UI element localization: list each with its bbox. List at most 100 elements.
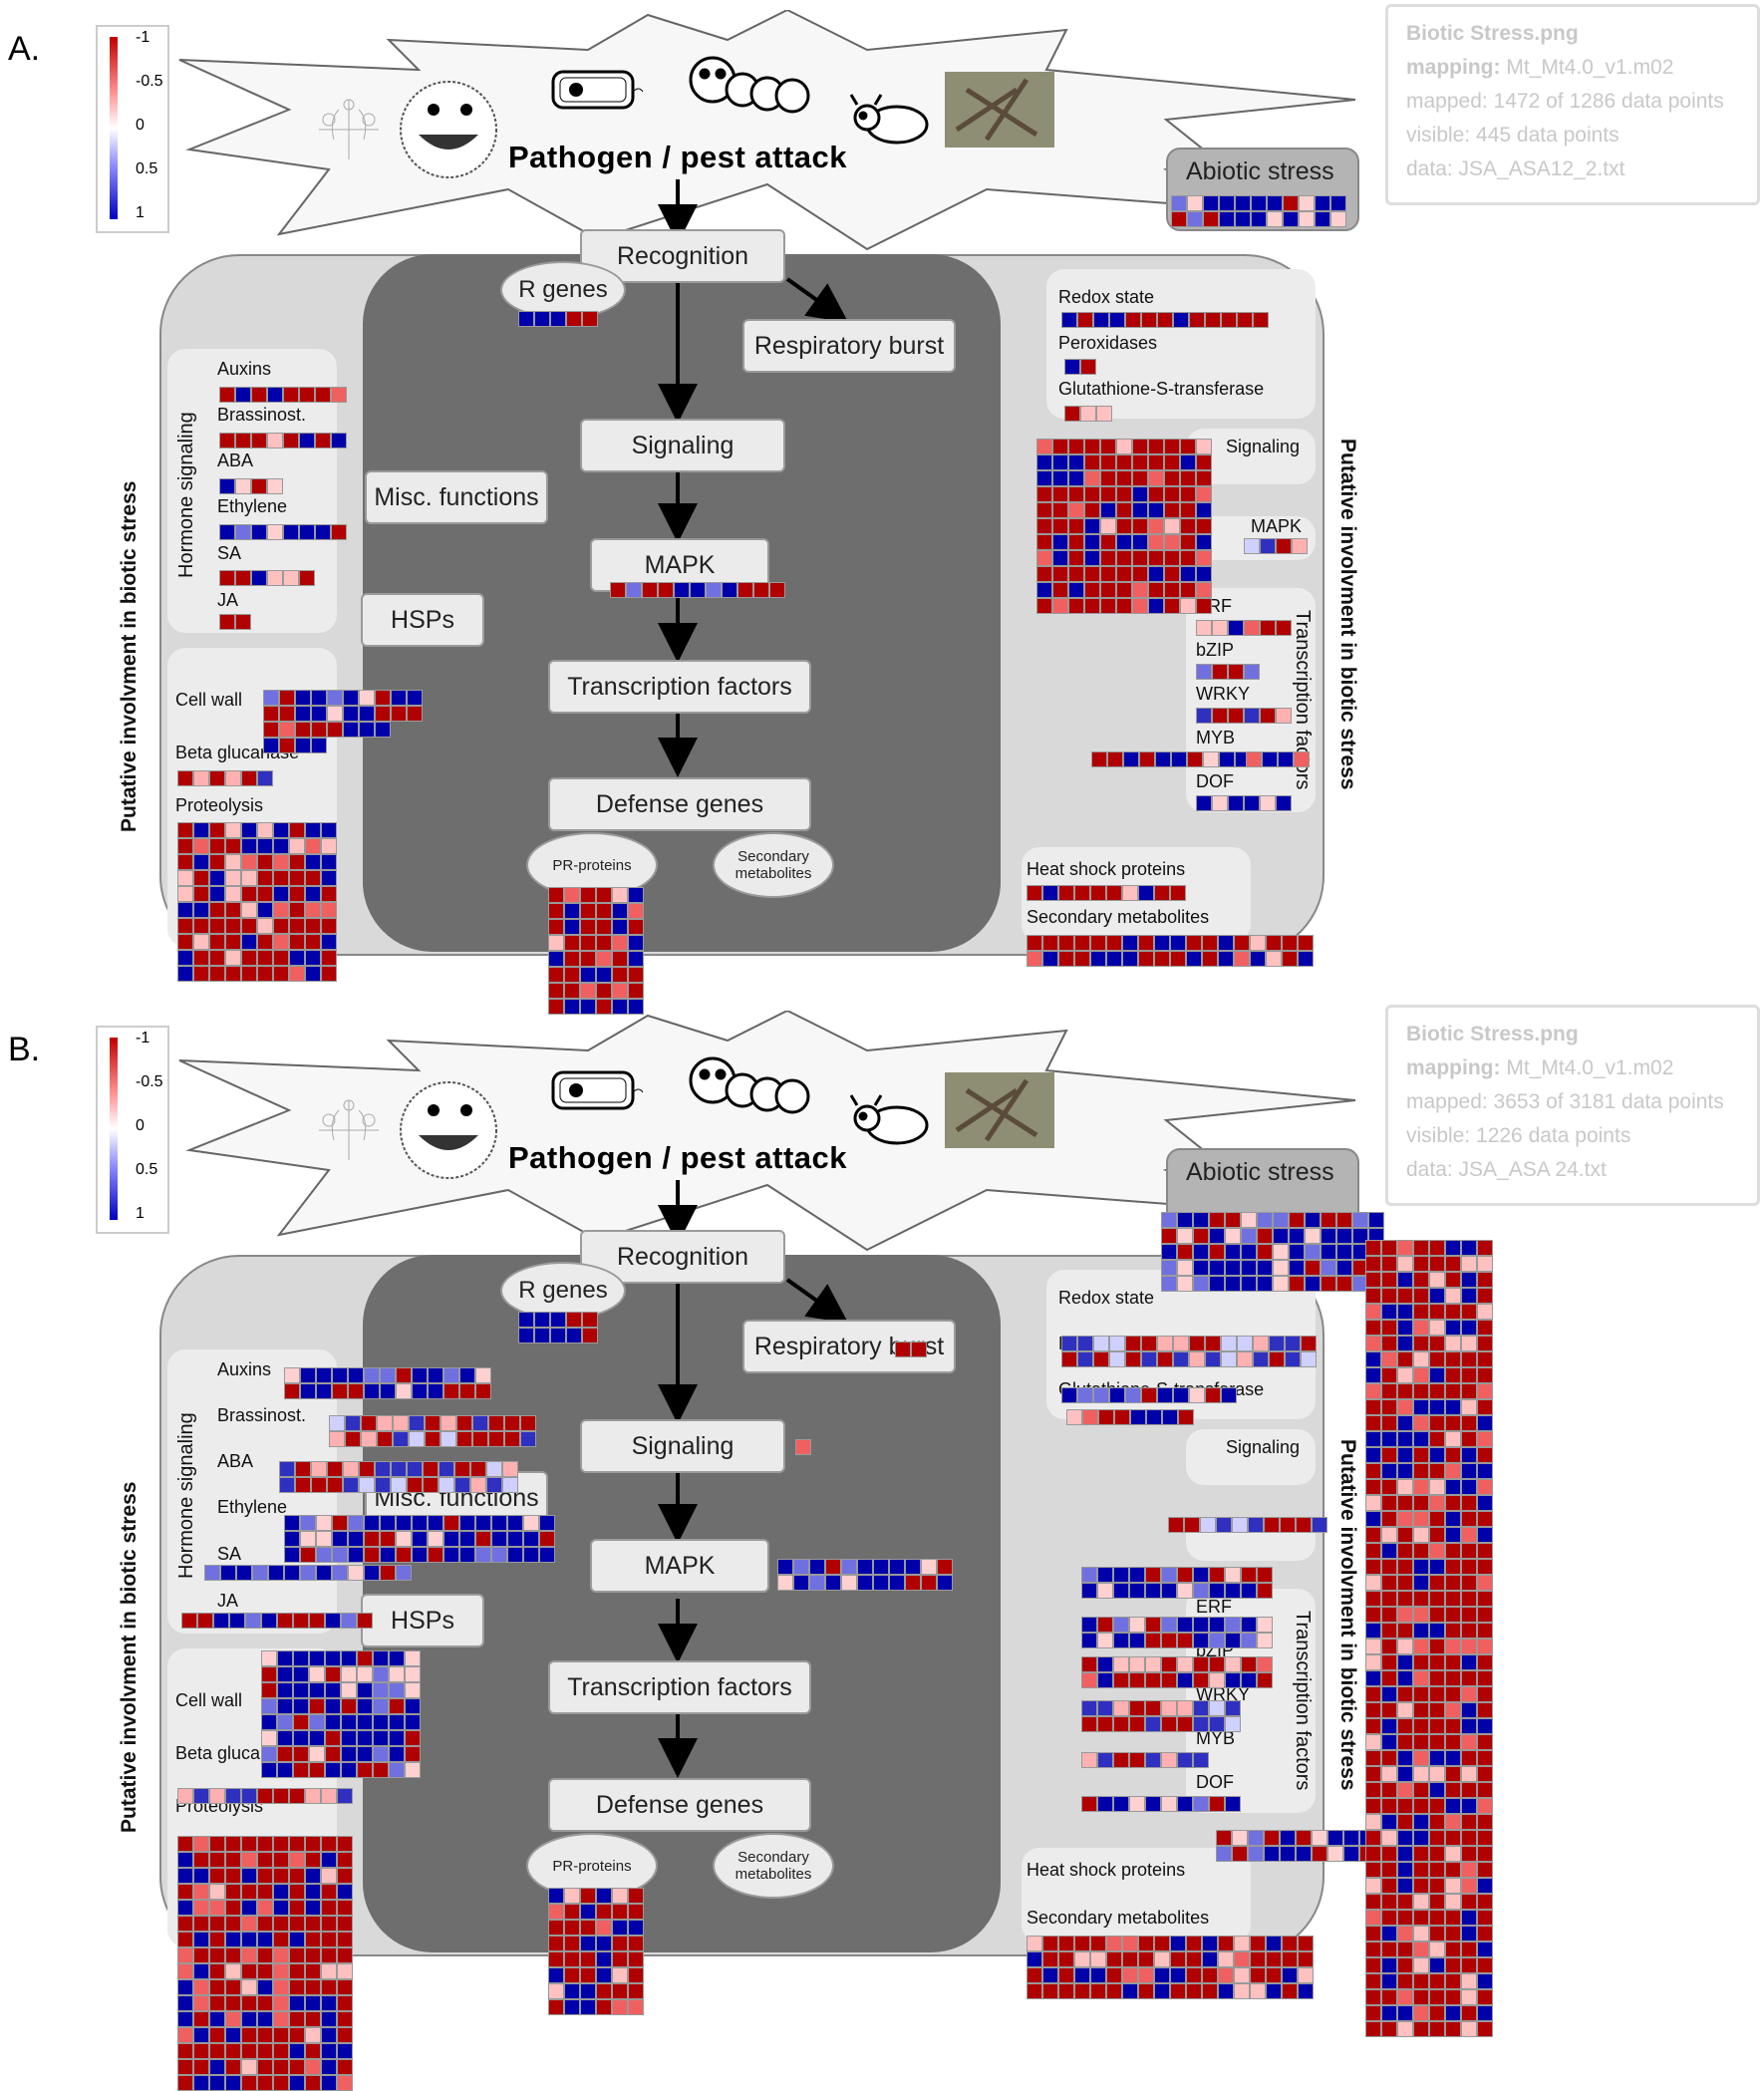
heatmap-cell — [1461, 1942, 1477, 1957]
heatmap-cell — [412, 1367, 428, 1383]
heatmap-cell — [289, 1932, 305, 1947]
heatmap-cell — [257, 1788, 273, 1804]
heatmap-cell — [267, 524, 283, 540]
heatmap-cell — [1445, 1447, 1461, 1463]
heatmap-cell — [1148, 598, 1164, 614]
heatmap-cell — [1084, 454, 1100, 470]
heatmap-cell — [407, 1461, 423, 1477]
heatmap-cell — [1068, 534, 1084, 550]
heatmap-cell — [1477, 1942, 1493, 1957]
heatmap-cell — [486, 1461, 502, 1477]
heatmap-cell — [359, 1477, 375, 1493]
heatmap-cell — [1445, 1989, 1461, 2005]
heatmap-cell — [1257, 1212, 1273, 1228]
heatmap-cell — [1365, 1591, 1381, 1607]
heatmap-cell — [177, 2011, 193, 2027]
heatmap-cell — [1477, 1750, 1493, 1766]
heatmap-cell — [295, 706, 311, 722]
heatmap-cell — [1477, 1431, 1493, 1447]
heatmap-cell — [1413, 1240, 1429, 1256]
heatmap-cell — [1068, 566, 1084, 582]
heatmap-cell — [289, 950, 305, 966]
heatmap-cell — [1477, 1479, 1493, 1495]
heatmap-cell — [1429, 1702, 1445, 1718]
info-file: Biotic Stress.png — [1406, 22, 1579, 45]
heatmap-cell — [405, 1730, 421, 1746]
heatmap-cell — [300, 1547, 316, 1563]
heatmap-cell — [1113, 1796, 1129, 1812]
heatmap-cell — [293, 1730, 309, 1746]
heatmap-cell — [1445, 1973, 1461, 1989]
heatmap-cell — [582, 1328, 598, 1344]
heatmap-cell — [443, 1547, 459, 1563]
heatmap-cell — [1139, 751, 1155, 767]
heatmap-cell — [219, 387, 235, 403]
heatmap-cell — [857, 1559, 873, 1575]
heatmap-cell — [1250, 1967, 1266, 1983]
heatmap-cell — [873, 1559, 889, 1575]
heatmap-cell — [299, 387, 315, 403]
heatmap-cell — [289, 838, 305, 854]
heatmap-cell — [548, 1936, 564, 1951]
heatmap-cell — [1477, 1654, 1493, 1670]
heatmap-cell — [1264, 1846, 1280, 1862]
heatmap-cell — [1461, 1702, 1477, 1718]
heatmap-cell — [1285, 1336, 1301, 1351]
heatmap-cell — [1097, 1716, 1113, 1732]
heatmap-cell — [1193, 1672, 1209, 1688]
heatmap-cell — [1477, 1383, 1493, 1399]
heatmap-cell — [1461, 1351, 1477, 1367]
heatmap-cell — [1461, 1511, 1477, 1527]
right-mapk-label: MAPK — [1251, 516, 1303, 536]
heatmap-cell — [1058, 935, 1074, 951]
flow-arrows — [658, 179, 849, 777]
heatmap-cell — [1267, 195, 1283, 211]
heatmap-cell — [1234, 951, 1250, 967]
heatmap-cell — [1180, 550, 1196, 566]
heatmap-cell — [1122, 1936, 1138, 1951]
heatmap-cell — [337, 1963, 353, 1979]
heatmap-cell — [341, 1666, 357, 1682]
heatmap-cell — [1154, 951, 1170, 967]
heatmap-cell — [1097, 1656, 1113, 1672]
heatmap-cell — [1365, 2021, 1381, 2037]
heatmap-cell — [456, 1415, 472, 1431]
heatmap-cell — [1381, 1511, 1397, 1527]
heatmap-cell — [1413, 1894, 1429, 1910]
heatmap-cell — [1429, 1670, 1445, 1686]
dof-label: DOF — [1196, 771, 1234, 791]
heatmap-cell — [1397, 1240, 1413, 1256]
heatmap-cell — [1148, 534, 1164, 550]
heatmap-cell — [309, 1698, 325, 1714]
heatmap-cell — [1282, 1967, 1298, 1983]
heatmap-cell — [1196, 566, 1212, 582]
heatmap-cell — [391, 706, 407, 722]
heatmap-cell — [321, 2011, 337, 2027]
heatmap-cell — [1148, 486, 1164, 502]
secondary-metabolites-oval: Secondary metabolites — [713, 1833, 834, 1899]
heatmap-cell — [596, 1967, 612, 1983]
heatmap-cell — [1154, 1951, 1170, 1967]
heatmap-cell — [257, 886, 273, 902]
heatmap-cell — [1042, 935, 1058, 951]
heatmap-cell — [277, 1714, 293, 1730]
heatmap-cell — [1180, 582, 1196, 598]
heatmap-cell — [1397, 1336, 1413, 1351]
heatmap-cell — [1180, 486, 1196, 502]
heatmap-cell — [1445, 1782, 1461, 1798]
heatmap-cell — [1298, 1983, 1314, 1999]
heatmap-cell — [1177, 1244, 1193, 1260]
heatmap-cell — [1413, 1320, 1429, 1336]
heatmap-cell — [1461, 1973, 1477, 1989]
heatmap-cell — [1397, 1702, 1413, 1718]
heatmap-cell — [1244, 708, 1260, 724]
heatmap-cell — [209, 1788, 225, 1804]
heatmap-cell — [209, 1852, 225, 1868]
heatmap-cell — [1429, 1463, 1445, 1479]
heatmap-cell — [1122, 935, 1138, 951]
heatmap-cell — [261, 1613, 277, 1629]
heatmap-cell — [1296, 1517, 1312, 1533]
heatmap-cell — [1381, 1957, 1397, 1973]
heatmap-cell — [1161, 1583, 1177, 1599]
heatmap-cell — [321, 1995, 337, 2011]
